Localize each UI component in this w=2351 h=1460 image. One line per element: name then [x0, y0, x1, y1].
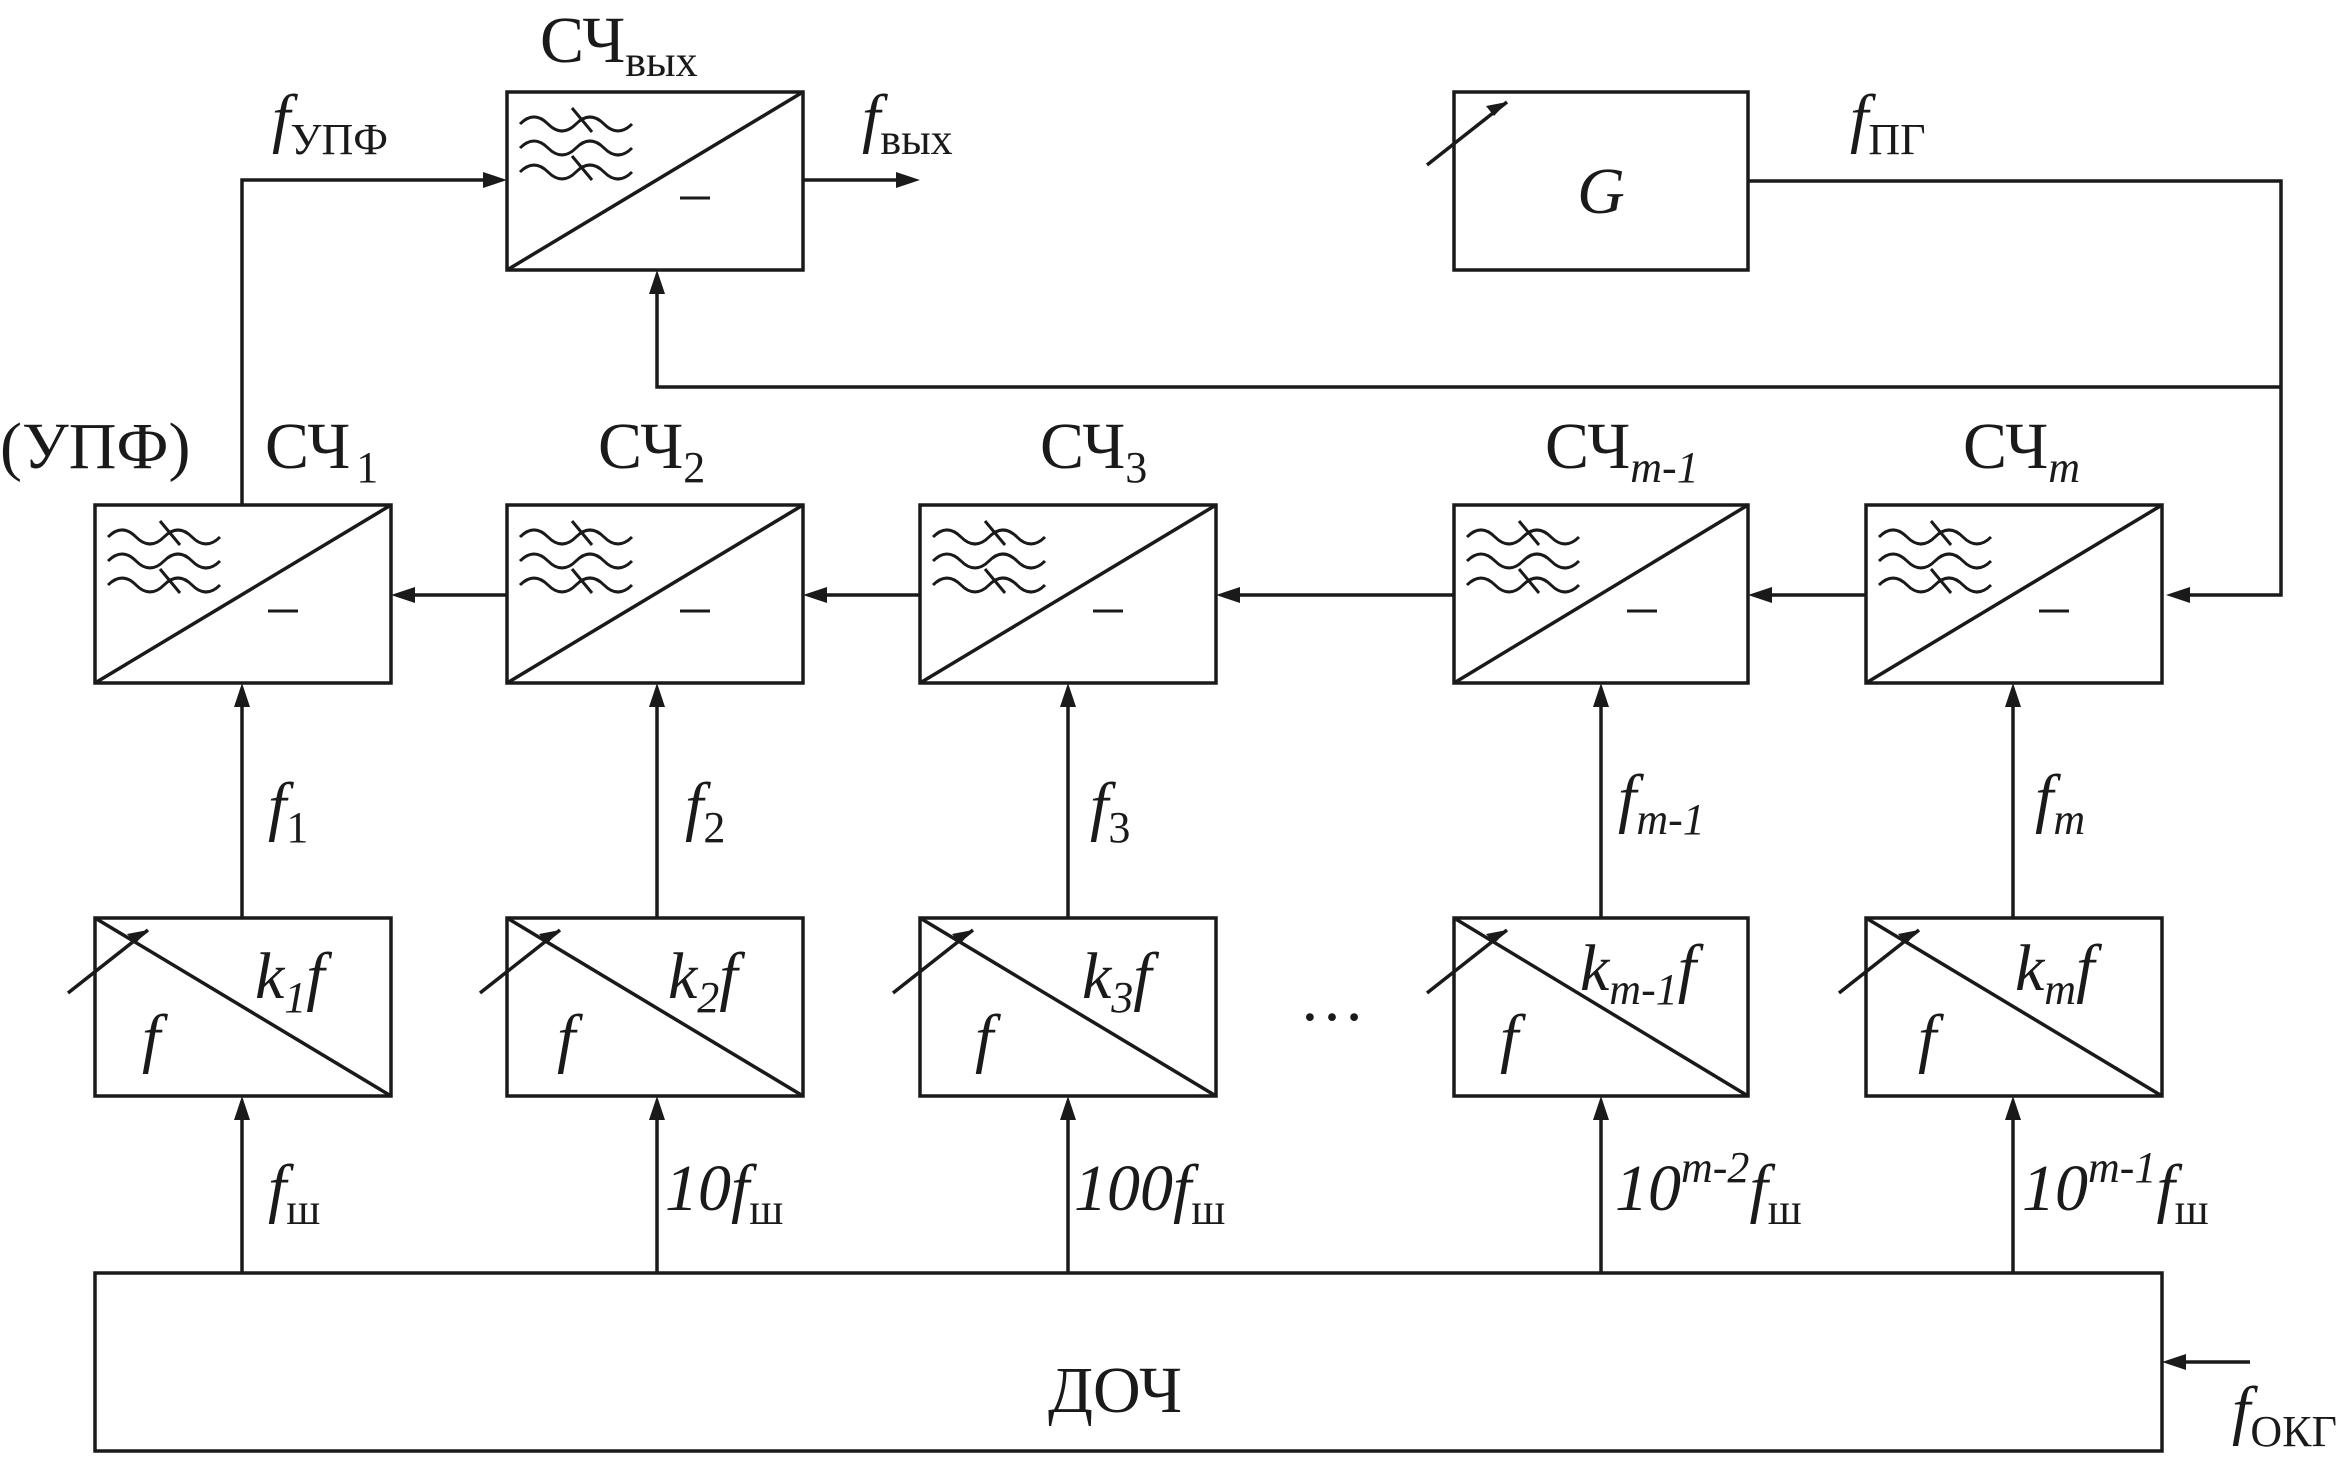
- multiplier-2-out: k2f: [668, 940, 745, 1022]
- upf-connection: [240, 178, 487, 505]
- multiplier-m-1-out: km-1f: [1580, 932, 1704, 1014]
- div-out-3-label: 100fш: [1074, 1152, 1225, 1234]
- freq-m-label: fm: [2035, 762, 2085, 844]
- multiplier-3: [891, 916, 1218, 1098]
- synth-3-label: СЧ3: [1040, 410, 1147, 492]
- multiplier-m: [1837, 916, 2164, 1098]
- output-synth-label: СЧвых: [540, 4, 698, 86]
- generator-label: G: [1577, 155, 1625, 228]
- freq-3-label: f3: [1090, 770, 1130, 852]
- div-out-m-1-label: 10m-2fш: [1615, 1143, 1802, 1234]
- divider-block: [93, 1271, 2164, 1453]
- freq-2-label: f2: [685, 770, 725, 852]
- ref-input-label: fОКГ: [2232, 1374, 2337, 1456]
- multiplier-1: [66, 916, 393, 1098]
- multiplier-m-out: kmf: [2015, 932, 2102, 1014]
- freq-m-1-label: fm-1: [1618, 762, 1705, 844]
- divider-label: ДОЧ: [1048, 1354, 1182, 1427]
- synth-2: [505, 503, 805, 685]
- generator-block: [1425, 90, 1750, 272]
- upf-freq-label: fУПФ: [272, 82, 388, 164]
- output-synth: [505, 90, 805, 272]
- generator-freq-label: fПГ: [1850, 82, 1926, 164]
- synth-2-label: СЧ2: [598, 410, 705, 492]
- synth-m: [1864, 503, 2164, 685]
- output-freq-label: fвых: [862, 82, 953, 164]
- feedback-line: [655, 290, 2281, 389]
- upf-label: (УПФ): [0, 410, 191, 483]
- synth-m-1: [1452, 503, 1750, 685]
- div-out-1-label: fш: [268, 1152, 320, 1234]
- ellipsis: …: [1299, 962, 1365, 1035]
- synth-3: [918, 503, 1218, 685]
- synth-m-1-label: СЧm-1: [1545, 410, 1699, 492]
- multiplier-2: [478, 916, 805, 1098]
- div-out-m-label: 10m-1fш: [2022, 1143, 2209, 1234]
- div-out-2-label: 10fш: [665, 1152, 783, 1234]
- synth-m-label: СЧm: [1963, 410, 2080, 492]
- synth-1: [93, 503, 393, 685]
- freq-1-label: f1: [268, 770, 308, 852]
